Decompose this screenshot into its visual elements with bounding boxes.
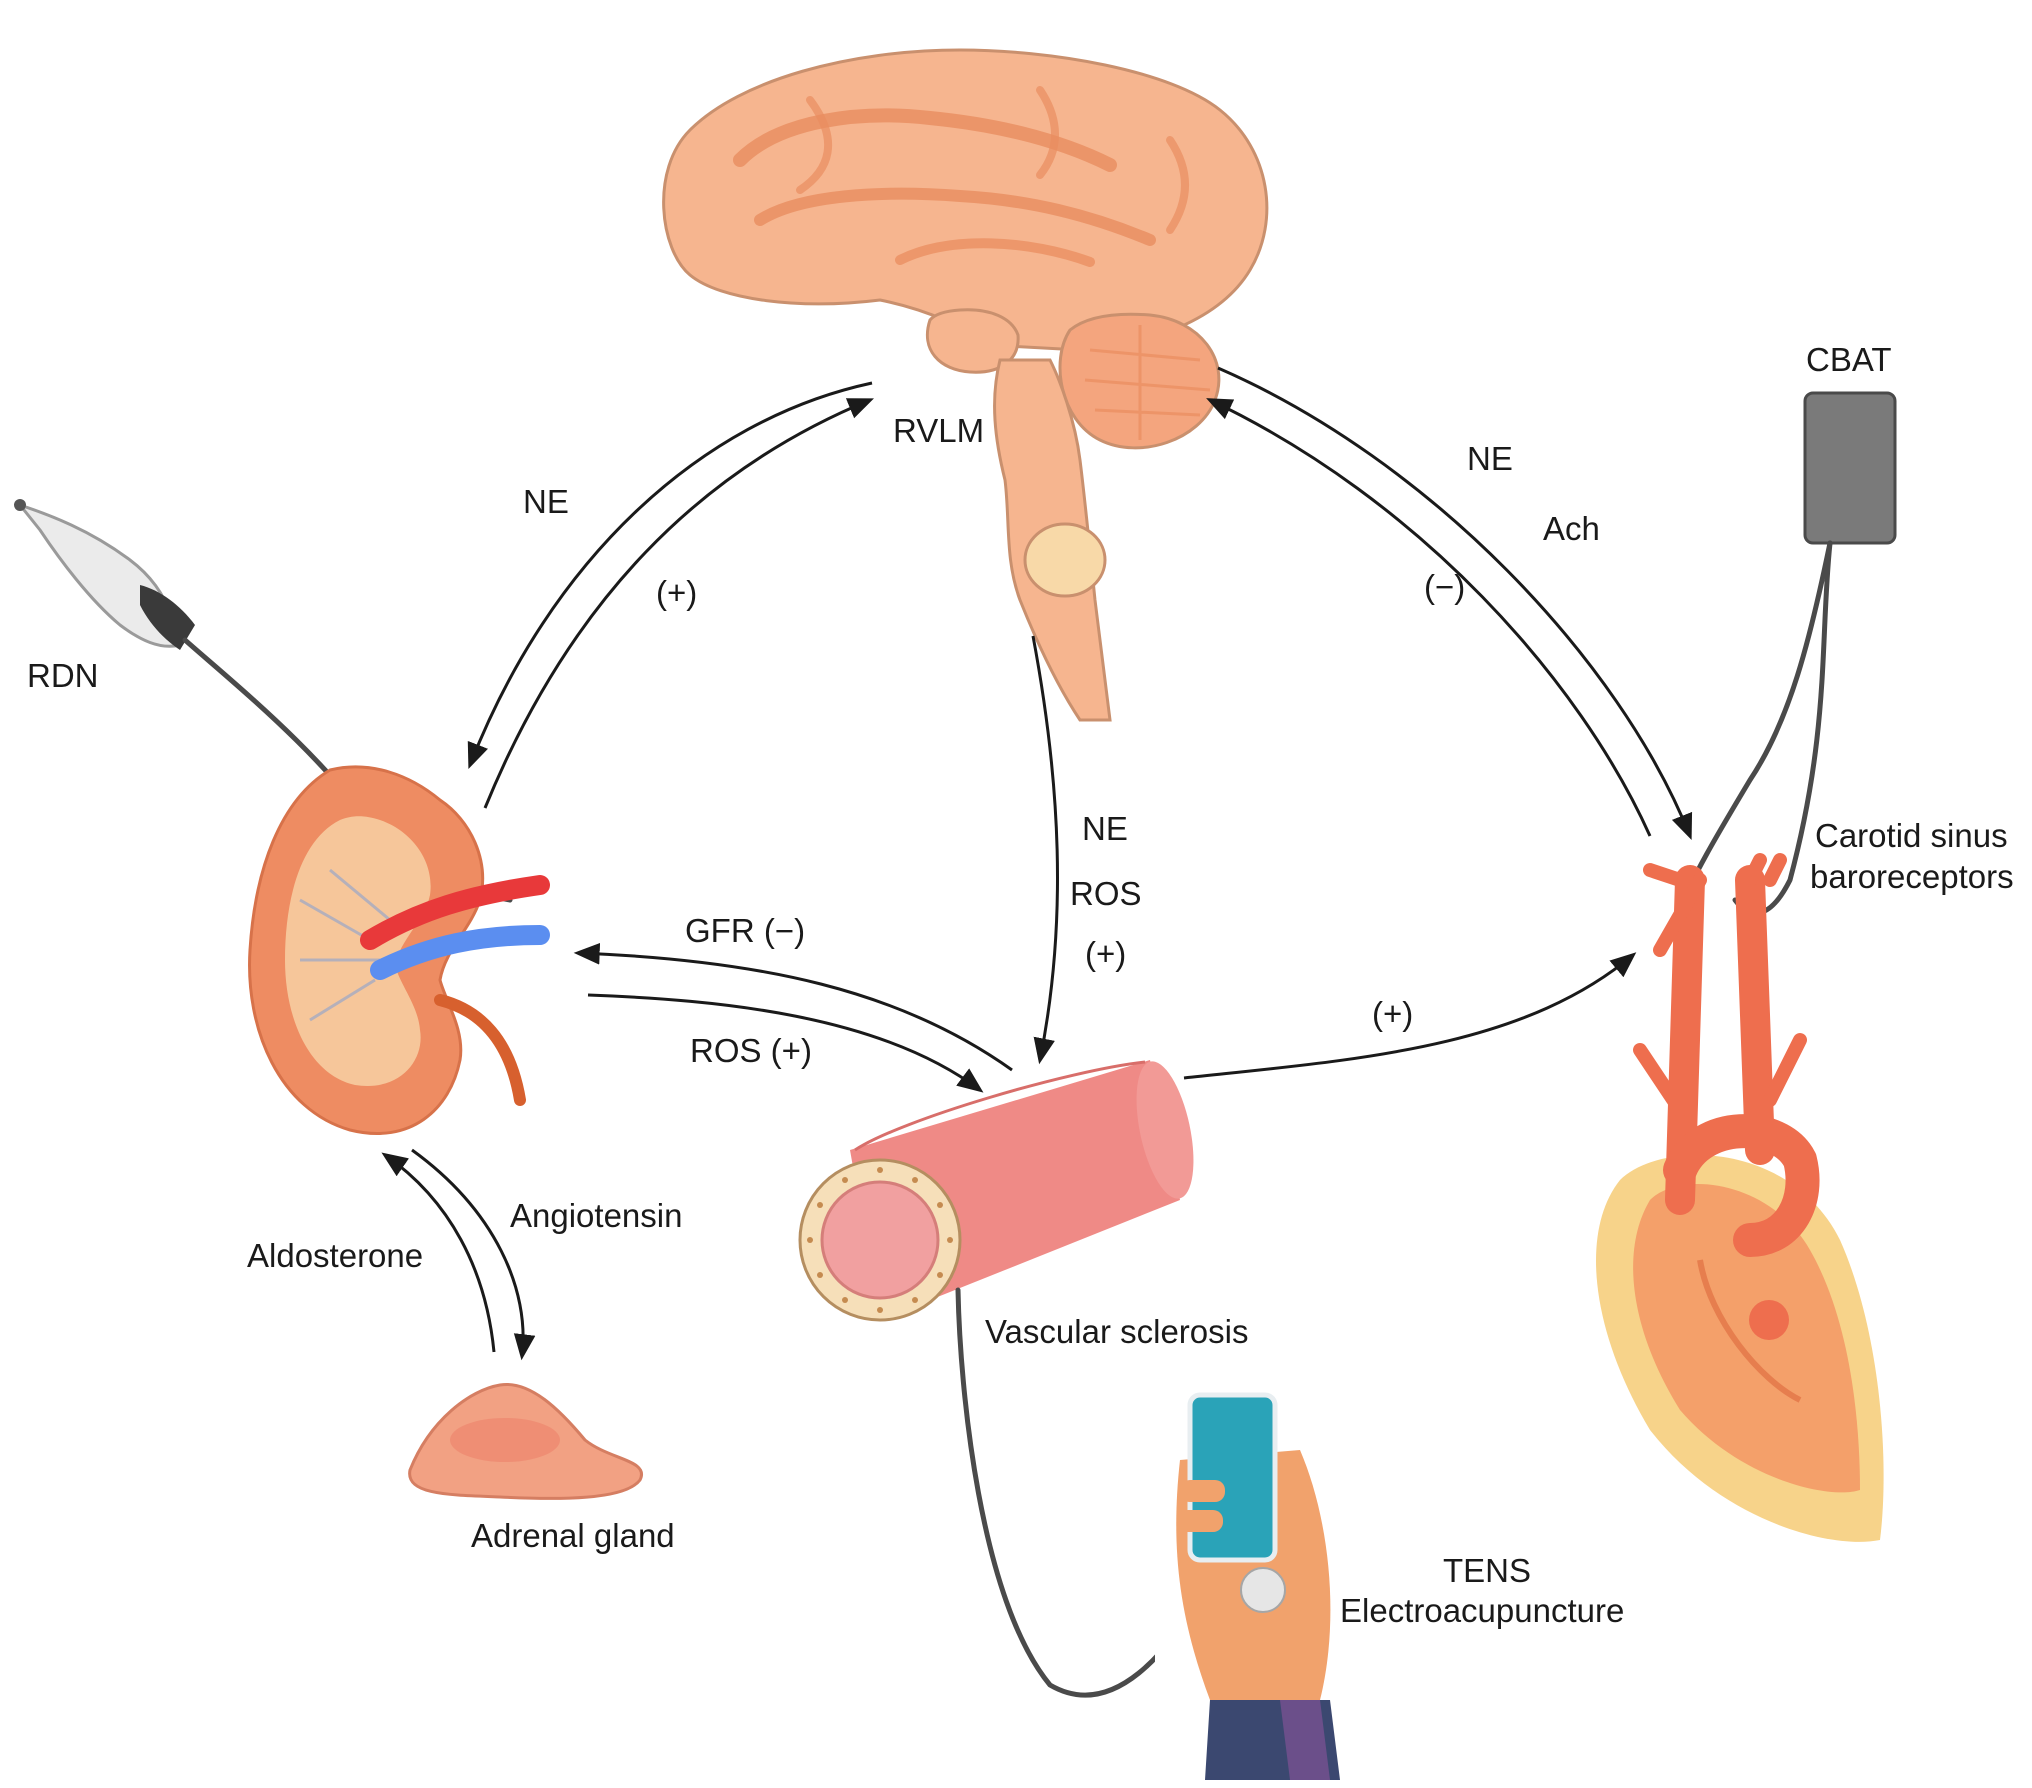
label-minus-right: (−) (1424, 568, 1465, 605)
arrow-kidney-to-rvlm (483, 398, 875, 809)
label-ne-left: NE (523, 483, 569, 520)
label-rdn: RDN (27, 657, 99, 694)
label-gfr: GFR (−) (685, 912, 805, 949)
label-angiotensin: Angiotensin (510, 1197, 682, 1234)
label-ros-kidney: ROS (+) (690, 1032, 812, 1069)
label-vascular-sclerosis: Vascular sclerosis (985, 1313, 1248, 1350)
vascular-sclerosis-illustration (798, 1060, 1194, 1322)
label-tens: TENS (1443, 1552, 1531, 1589)
label-ros-center: ROS (1070, 875, 1142, 912)
arrow-vessel-to-heart (1183, 952, 1637, 1080)
label-adrenal-gland: Adrenal gland (471, 1517, 675, 1554)
adrenal-gland-illustration (408, 1382, 644, 1500)
rdn-catheter-device (14, 499, 195, 650)
cbat-device (1803, 391, 1897, 545)
arrow-vessel-to-kidney (573, 943, 1013, 1072)
brain-illustration (662, 48, 1269, 722)
label-ne-center: NE (1082, 810, 1128, 847)
label-plus-center: (+) (1085, 935, 1126, 972)
arrow-rvlm-to-carotid (1217, 366, 1693, 841)
arrow-rvlm-to-kidney (467, 381, 873, 770)
kidney-illustration (248, 765, 550, 1135)
label-aldosterone: Aldosterone (247, 1237, 423, 1274)
arrow-kidney-to-adrenal (411, 1148, 536, 1361)
label-plus-heart: (+) (1372, 995, 1413, 1032)
tens-phone-illustration (1155, 1390, 1340, 1780)
label-rvlm: RVLM (893, 412, 984, 449)
arrow-carotid-to-rvlm (1206, 398, 1652, 837)
arrow-rvlm-to-vessel (1031, 635, 1060, 1065)
label-electroacupuncture: Electroacupuncture (1340, 1592, 1624, 1629)
label-ach-right: Ach (1543, 510, 1600, 547)
arrow-kidney-to-vessel (587, 993, 984, 1093)
arrow-adrenal-to-kidney (381, 1152, 496, 1353)
label-ne-right: NE (1467, 440, 1513, 477)
label-plus-left: (+) (656, 574, 697, 611)
label-cbat: CBAT (1806, 341, 1892, 378)
label-carotid-line1: Carotid sinus (1815, 817, 2008, 854)
label-carotid-line2: baroreceptors (1810, 858, 2014, 895)
heart-illustration (1596, 853, 1884, 1542)
